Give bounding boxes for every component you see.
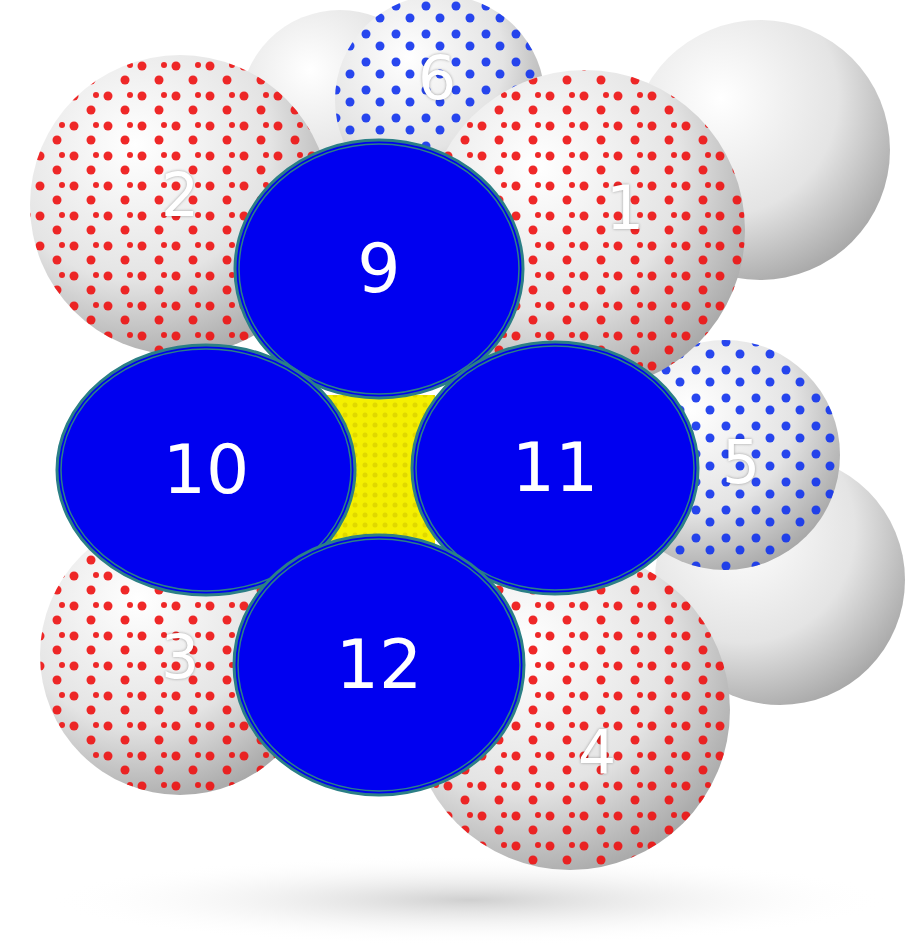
circle-number: 12 (232, 631, 526, 699)
sphere-number: 2 (161, 165, 199, 225)
sphere-number: 4 (578, 722, 616, 782)
sphere-number: 3 (161, 627, 199, 687)
sphere-number: 1 (606, 178, 644, 238)
circle-number: 9 (233, 235, 525, 303)
circle-number: 10 (55, 436, 357, 504)
blue-circle: 12 (232, 533, 526, 797)
circle-number: 11 (410, 434, 700, 502)
sphere-number: 5 (722, 432, 760, 492)
sphere-number: 6 (418, 48, 456, 108)
